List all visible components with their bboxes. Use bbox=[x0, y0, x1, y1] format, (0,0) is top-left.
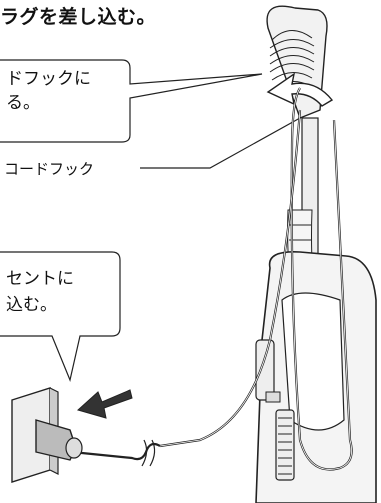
hook-callout-line2: る。 bbox=[6, 93, 40, 113]
outlet-callout-bubble bbox=[0, 251, 121, 382]
power-plug bbox=[35, 419, 83, 461]
side-nozzle bbox=[255, 339, 275, 401]
cord-hook-leader-line bbox=[140, 117, 301, 169]
hook-callout-line1: ドフックに bbox=[6, 69, 91, 89]
outlet-callout-line1: セントに bbox=[6, 269, 74, 289]
brush-tool bbox=[275, 409, 295, 481]
insert-arrow bbox=[76, 389, 133, 419]
step-heading: ラグを差し込む。 bbox=[0, 6, 157, 28]
outlet-callout-line2: 込む。 bbox=[6, 295, 57, 315]
hook-callout-bubble bbox=[0, 59, 263, 143]
cord-hook-label: コードフック bbox=[4, 160, 95, 178]
